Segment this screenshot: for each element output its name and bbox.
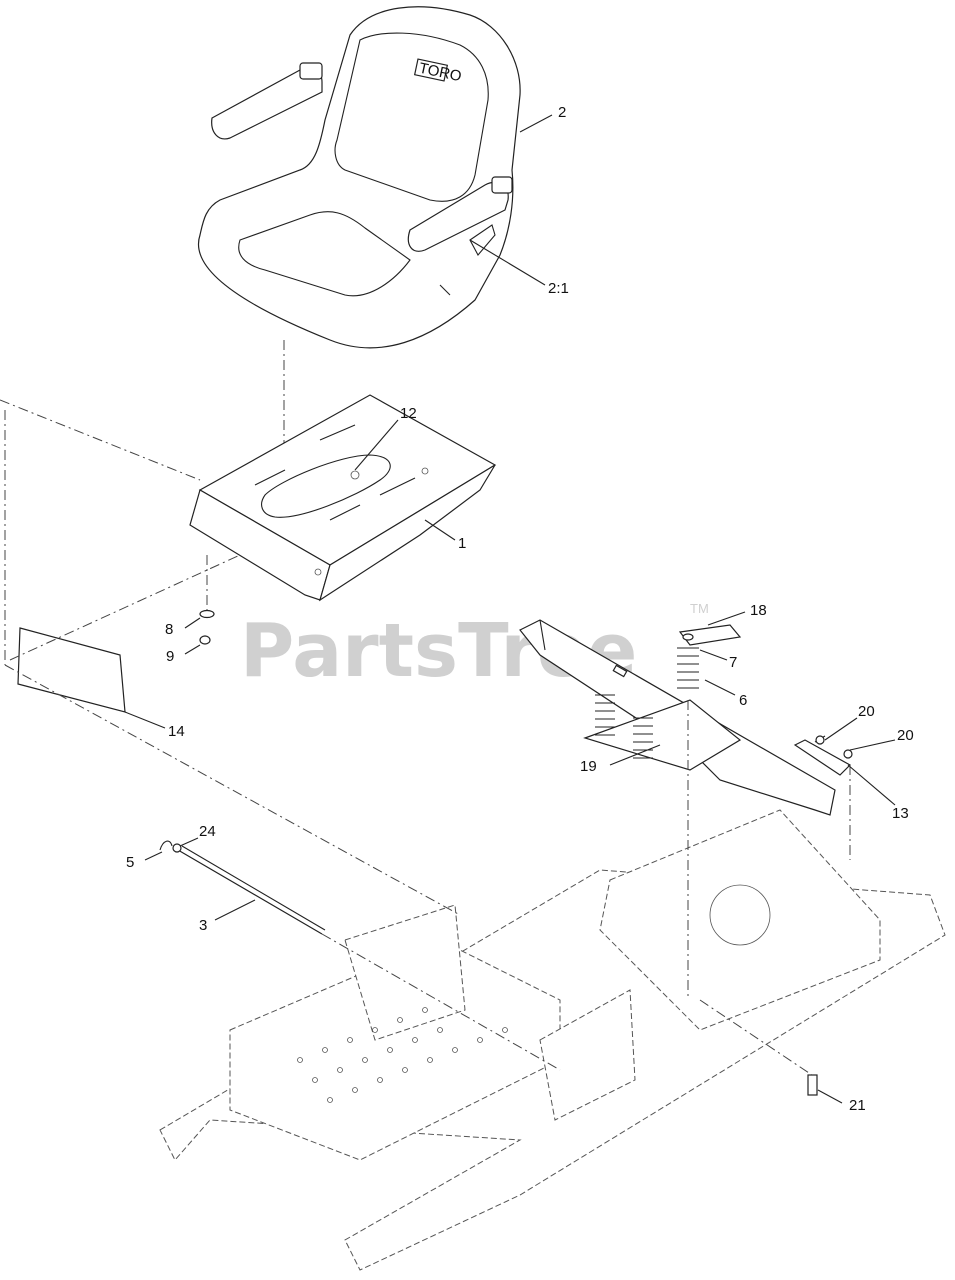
callout-9: 9 — [166, 648, 174, 665]
alignment-lines — [0, 399, 461, 916]
seat: TORO — [198, 6, 521, 349]
callout-14: 14 — [168, 723, 185, 740]
callout-3: 3 — [199, 917, 207, 934]
callout-6: 6 — [739, 692, 747, 709]
callout-12: 12 — [400, 405, 417, 422]
side-bracket — [687, 700, 853, 1000]
pivot-bracket — [519, 619, 836, 816]
callout-21: 21 — [849, 1097, 866, 1114]
watermark-trademark: TM — [690, 601, 709, 616]
seat-plate — [189, 394, 497, 602]
spacer-and-pad — [678, 624, 742, 646]
callout-18: 18 — [750, 602, 767, 619]
callout-5: 5 — [126, 854, 134, 871]
callout-2-1: 2:1 — [548, 280, 569, 297]
callout-7: 7 — [729, 654, 737, 671]
frame — [159, 809, 946, 1271]
callout-8: 8 — [165, 621, 173, 638]
callout-19: 19 — [580, 758, 597, 775]
leader-lines — [124, 114, 896, 1104]
decal — [17, 627, 126, 713]
pivot-rod — [159, 840, 561, 1071]
springs — [595, 647, 699, 759]
callout-24: 24 — [199, 823, 216, 840]
callout-20-a: 20 — [858, 703, 875, 720]
callouts: 2 2:1 12 1 8 9 14 18 7 6 20 20 19 13 24 … — [126, 104, 914, 1114]
frame-holes — [297, 1007, 508, 1103]
bolt — [699, 999, 818, 1096]
washer-nut — [199, 555, 215, 645]
callout-2: 2 — [558, 104, 566, 121]
callout-20-b: 20 — [897, 727, 914, 744]
callout-1: 1 — [458, 535, 466, 552]
callout-13: 13 — [892, 805, 909, 822]
